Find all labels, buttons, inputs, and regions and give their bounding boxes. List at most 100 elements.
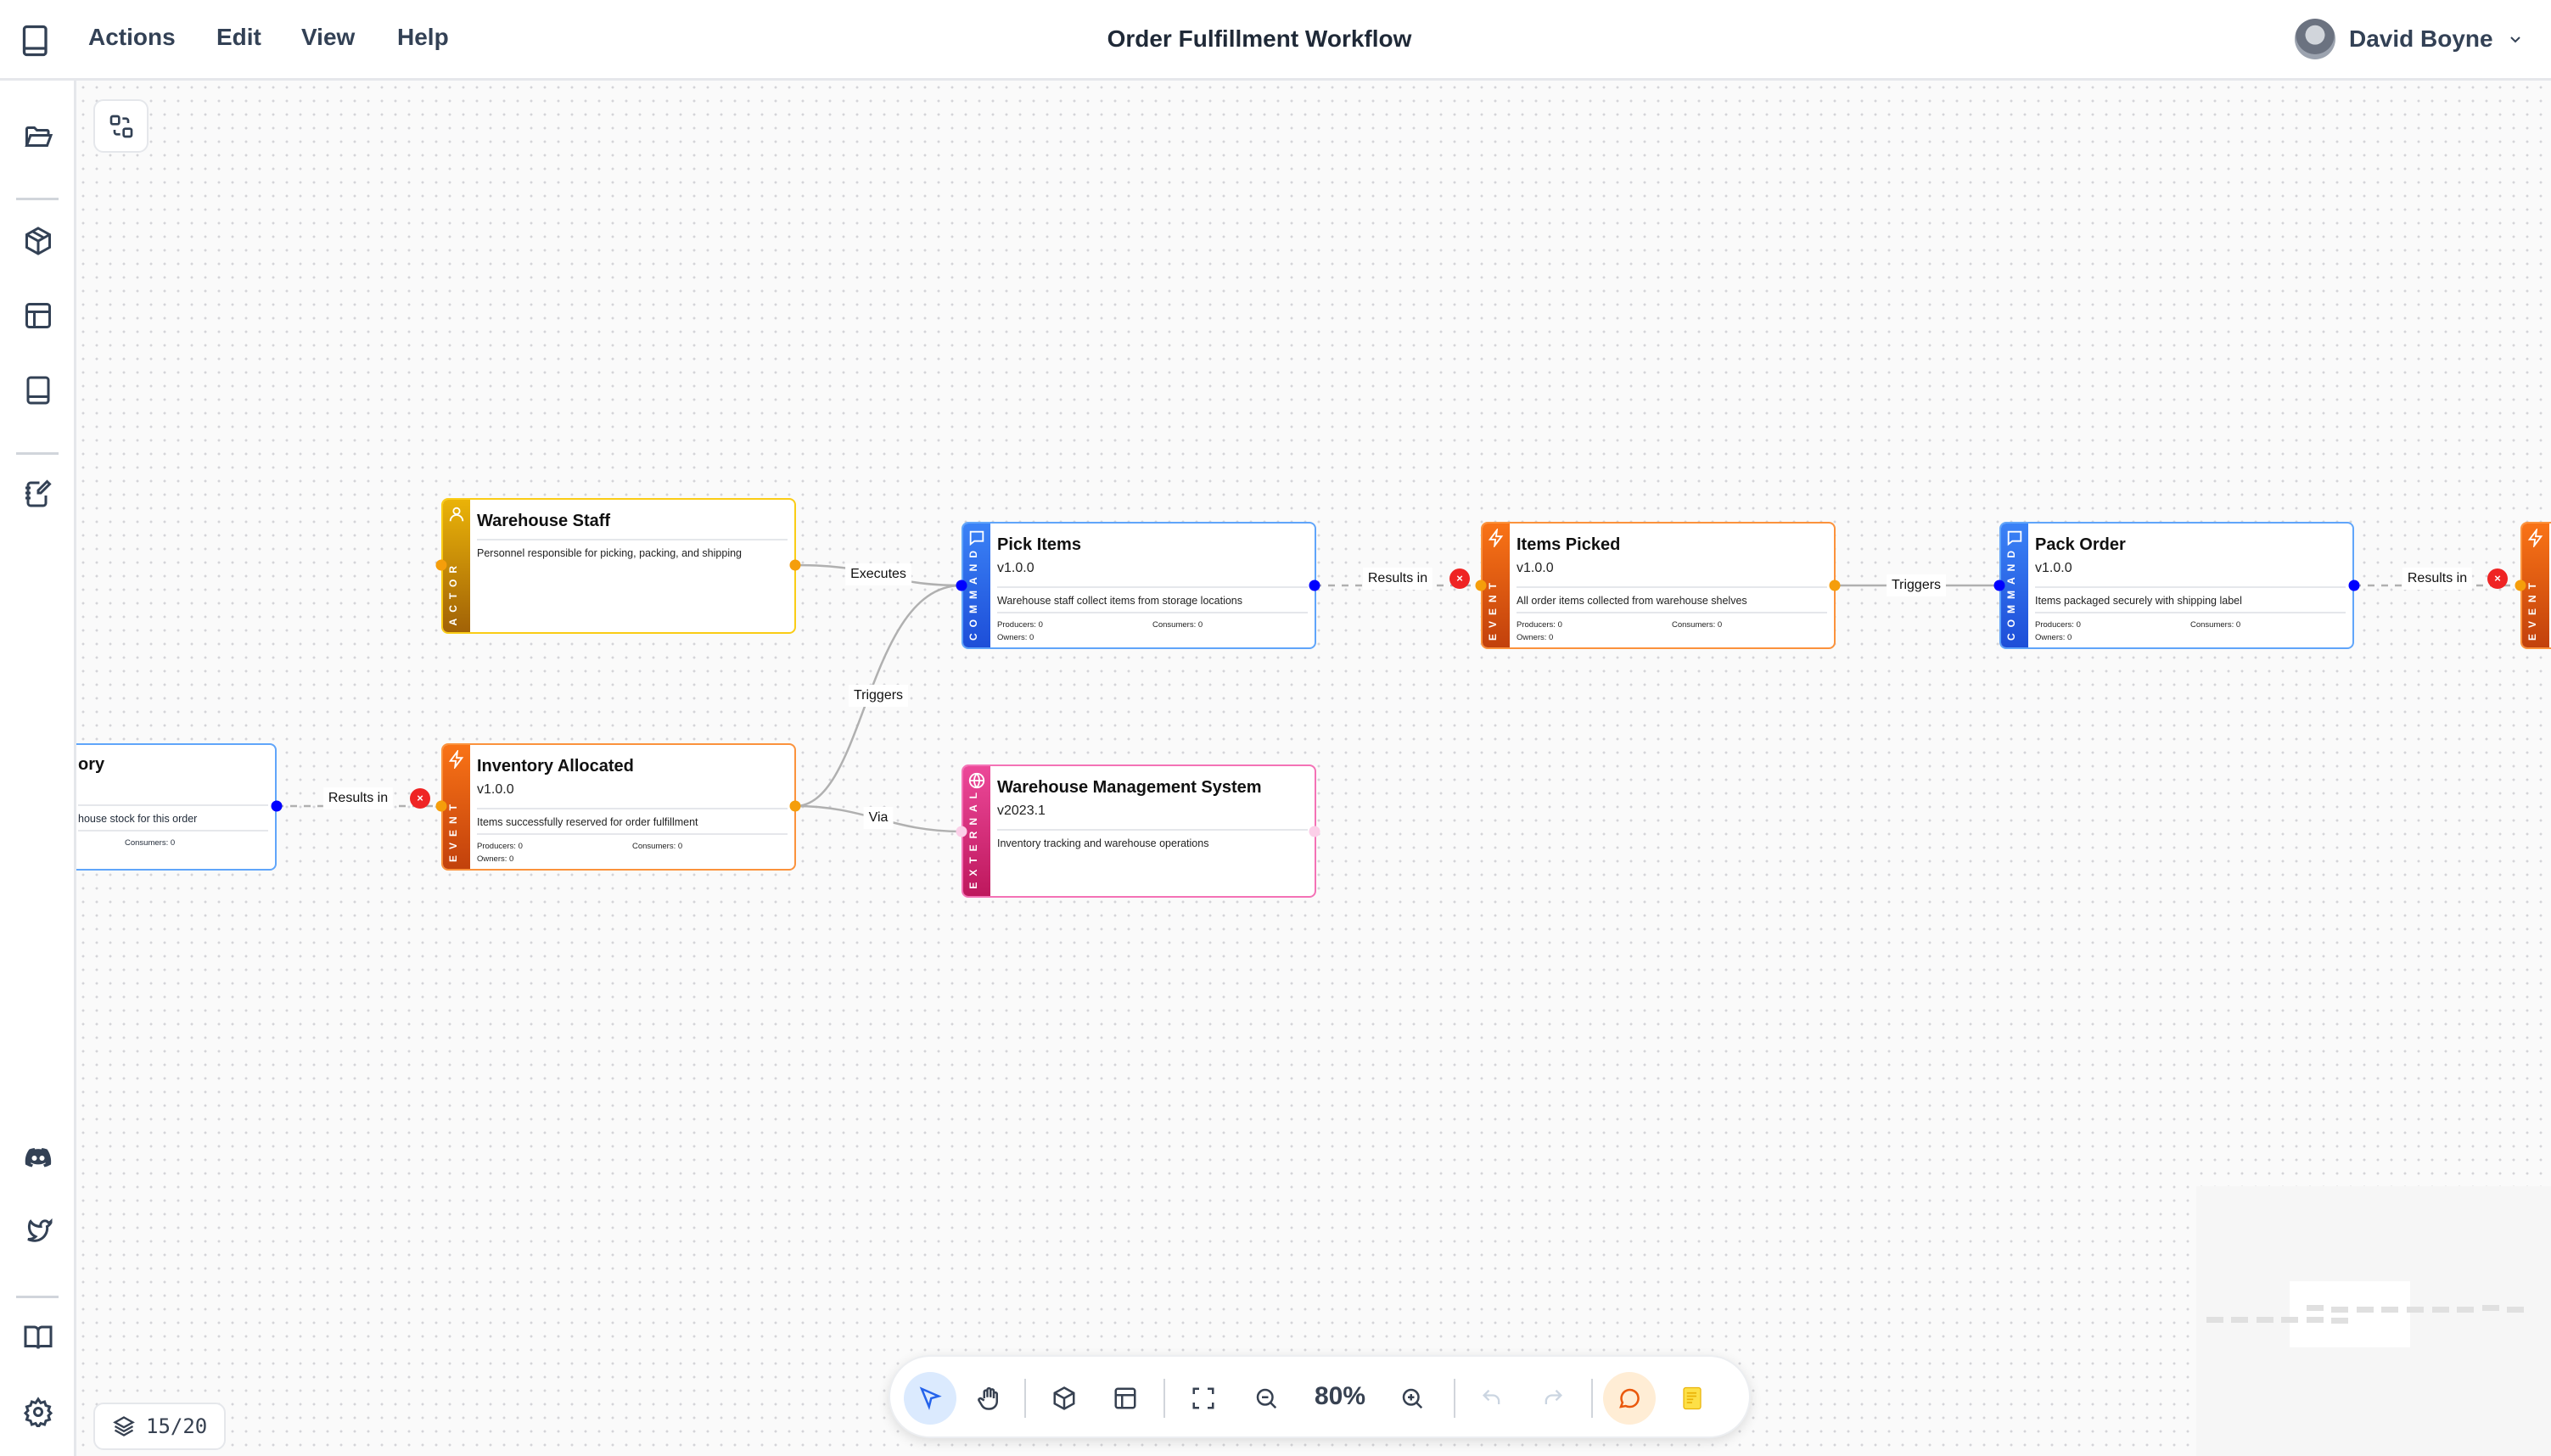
connection-handle[interactable] xyxy=(1475,580,1487,591)
connection-handle[interactable] xyxy=(435,800,447,812)
folder-open-icon[interactable] xyxy=(23,121,53,152)
book-open-icon[interactable] xyxy=(23,1322,53,1352)
connection-handle[interactable] xyxy=(2515,580,2526,591)
edge-label[interactable]: Executes xyxy=(845,563,911,585)
node-title: Pack Order xyxy=(2035,535,2126,554)
divider xyxy=(997,612,1308,613)
toolbar-divider xyxy=(1163,1379,1165,1418)
producers-count: Producers: 0 xyxy=(2035,620,2081,630)
edge-label[interactable]: Via xyxy=(863,807,894,829)
edge-error-icon[interactable]: × xyxy=(1449,568,1470,589)
menu-help[interactable]: Help xyxy=(397,24,449,50)
toolbar-divider xyxy=(1454,1379,1455,1418)
layers-counter[interactable]: 15/20 xyxy=(93,1403,226,1450)
select-tool-button[interactable] xyxy=(904,1372,956,1425)
divider xyxy=(477,808,788,809)
comment-button[interactable] xyxy=(1603,1372,1656,1425)
node-type-label: EVENT xyxy=(447,798,459,862)
user-menu[interactable]: David Boyne xyxy=(2295,19,2524,59)
minimap-viewport[interactable] xyxy=(2290,1281,2410,1347)
menu-actions[interactable]: Actions xyxy=(88,24,176,50)
auto-layout-button[interactable] xyxy=(93,99,149,153)
connection-handle[interactable] xyxy=(1309,826,1320,837)
node-title: Inventory Allocated xyxy=(477,757,634,776)
edge-label[interactable]: Results in xyxy=(2402,568,2473,590)
minimap-node xyxy=(2231,1317,2248,1323)
book-icon[interactable] xyxy=(23,375,53,406)
layers-count: 15/20 xyxy=(146,1414,208,1438)
connection-handle[interactable] xyxy=(1993,580,2005,591)
owners-count: Owners: 0 xyxy=(2035,633,2072,642)
connection-handle[interactable] xyxy=(2348,580,2360,591)
book-logo-icon[interactable] xyxy=(20,24,51,58)
node-next-event[interactable]: EVENT xyxy=(2520,522,2551,649)
minimap[interactable] xyxy=(2196,1186,2551,1456)
divider xyxy=(78,804,268,806)
comment-icon xyxy=(1619,1388,1640,1408)
connection-handle[interactable] xyxy=(789,800,801,812)
minimap-node xyxy=(2331,1307,2348,1313)
redo-button[interactable] xyxy=(1527,1372,1579,1425)
edge-label[interactable]: Triggers xyxy=(1886,574,1947,596)
connection-handle[interactable] xyxy=(435,559,447,571)
add-layout-button[interactable] xyxy=(1099,1372,1152,1425)
divider xyxy=(997,829,1308,831)
menu-edit[interactable]: Edit xyxy=(216,24,261,50)
edge-label[interactable]: Results in xyxy=(322,787,394,809)
edge-label[interactable]: Triggers xyxy=(848,685,909,707)
layers-icon xyxy=(113,1416,135,1436)
bottom-toolbar: 80% xyxy=(889,1355,1751,1438)
producers-count: Producers: 0 xyxy=(1517,620,1562,630)
menu-bar: Actions Edit View Help Order Fulfillment… xyxy=(0,0,2551,81)
minimap-node xyxy=(2482,1305,2499,1311)
edge-label[interactable]: Results in xyxy=(1362,568,1433,590)
sticky-note-button[interactable] xyxy=(1666,1372,1718,1425)
hand-tool-button[interactable] xyxy=(963,1372,1016,1425)
message-icon xyxy=(2007,530,2022,546)
minimap-node xyxy=(2407,1307,2424,1313)
minimap-node xyxy=(2307,1317,2324,1323)
connection-handle[interactable] xyxy=(789,559,801,571)
connection-handle[interactable] xyxy=(956,580,967,591)
package-icon[interactable] xyxy=(23,226,53,256)
sidebar xyxy=(0,81,76,1456)
node-version: v1.0.0 xyxy=(477,782,514,797)
connection-handle[interactable] xyxy=(1829,580,1841,591)
notebook-pen-icon[interactable] xyxy=(23,478,53,508)
node-type-strip: EVENT xyxy=(2522,524,2549,647)
undo-button[interactable] xyxy=(1466,1372,1518,1425)
discord-icon[interactable] xyxy=(23,1143,53,1173)
twitter-icon[interactable] xyxy=(23,1218,53,1248)
connection-handle[interactable] xyxy=(1309,580,1320,591)
connection-handle[interactable] xyxy=(271,800,283,812)
zap-icon xyxy=(2527,529,2543,547)
node-version: v1.0.0 xyxy=(1517,561,1554,575)
node-type-strip: COMMAND xyxy=(963,524,990,647)
consumers-count: Consumers: 0 xyxy=(125,838,176,848)
settings-icon[interactable] xyxy=(23,1397,53,1427)
connection-handle[interactable] xyxy=(956,826,967,837)
menu-view[interactable]: View xyxy=(301,24,356,50)
owners-count: Owners: 0 xyxy=(1517,633,1554,642)
zoom-level: 80% xyxy=(1315,1382,1366,1410)
divider xyxy=(1517,612,1827,613)
zoom-out-button[interactable] xyxy=(1240,1372,1292,1425)
add-service-button[interactable] xyxy=(1038,1372,1090,1425)
node-description: Items packaged securely with shipping la… xyxy=(2035,595,2242,607)
fit-view-button[interactable] xyxy=(1177,1372,1230,1425)
user-icon xyxy=(449,507,464,522)
edge-error-icon[interactable]: × xyxy=(410,788,430,809)
edge-error-icon[interactable]: × xyxy=(2487,568,2508,589)
zoom-in-button[interactable] xyxy=(1386,1372,1438,1425)
divider xyxy=(477,539,788,540)
minimap-node xyxy=(2281,1317,2298,1323)
layout-icon[interactable] xyxy=(23,300,53,331)
